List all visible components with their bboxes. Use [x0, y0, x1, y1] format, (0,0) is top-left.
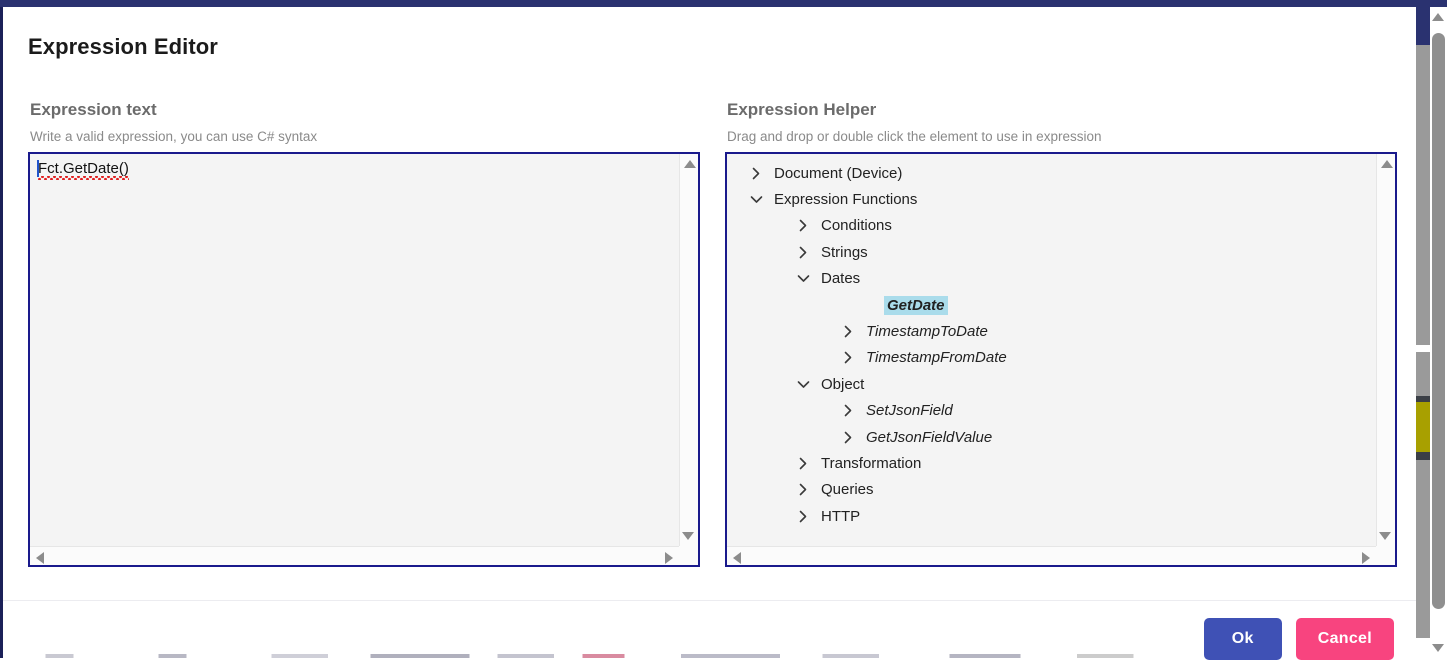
tree-item-queries[interactable]: Queries [727, 477, 1376, 503]
chevron-right-icon[interactable] [840, 325, 856, 338]
expression-text-heading: Expression text [30, 100, 157, 119]
triangle-right-icon[interactable] [1362, 552, 1370, 564]
expression-helper-heading: Expression Helper [727, 100, 877, 119]
expression-code-area[interactable]: Fct.GetDate() [30, 154, 679, 546]
tree-item-label: HTTP [821, 507, 861, 525]
chevron-right-icon[interactable] [840, 431, 856, 444]
chevron-down-icon[interactable] [795, 380, 811, 389]
expression-value[interactable]: Fct.GetDate() [38, 160, 129, 180]
triangle-up-icon[interactable] [1381, 160, 1393, 168]
chevron-right-icon[interactable] [795, 457, 811, 470]
chevron-down-icon[interactable] [748, 195, 764, 204]
scrollbar-thumb[interactable] [1432, 33, 1445, 609]
helper-horizontal-scrollbar[interactable] [727, 546, 1376, 565]
helper-scroll-corner [1376, 546, 1395, 565]
app-left-edge [0, 7, 3, 658]
tree-item-label: Conditions [821, 217, 892, 235]
expression-text-panel: Expression text Write a valid expression… [28, 100, 700, 567]
expression-editor-dialog: Expression Editor Expression text Write … [3, 7, 1416, 660]
tree-item-transformation[interactable]: Transformation [727, 450, 1376, 476]
tree-item-label: TimestampFromDate [866, 349, 1007, 367]
footer-divider [3, 600, 1416, 601]
expression-vertical-scrollbar[interactable] [679, 154, 698, 546]
chevron-right-icon[interactable] [795, 483, 811, 496]
tree-item-setjsonfield[interactable]: SetJsonField [727, 398, 1376, 424]
expression-text-field[interactable]: Fct.GetDate() [28, 152, 700, 567]
cancel-button[interactable]: Cancel [1295, 618, 1394, 660]
tree-item-expression-functions[interactable]: Expression Functions [727, 186, 1376, 212]
tree-item-label: Dates [821, 270, 861, 288]
triangle-left-icon[interactable] [36, 552, 44, 564]
app-top-bar [0, 0, 1447, 7]
tree-item-dates[interactable]: Dates [727, 266, 1376, 292]
expression-helper-hint: Drag and drop or double click the elemen… [727, 129, 1102, 144]
expression-horizontal-scrollbar[interactable] [30, 546, 679, 565]
tree-item-http[interactable]: HTTP [727, 503, 1376, 529]
ok-button[interactable]: Ok [1203, 618, 1282, 660]
background-right-panel-mid [1416, 352, 1434, 402]
chevron-right-icon[interactable] [795, 246, 811, 259]
triangle-up-icon[interactable] [1432, 13, 1444, 21]
background-bottom-content [3, 654, 1416, 658]
tree-item-label: Expression Functions [774, 191, 918, 209]
triangle-up-icon[interactable] [684, 160, 696, 168]
background-right-highlight [1416, 402, 1434, 454]
chevron-right-icon[interactable] [795, 510, 811, 523]
tree-item-label: GetDate [884, 295, 948, 315]
tree-item-label: Transformation [821, 454, 922, 472]
triangle-left-icon[interactable] [733, 552, 741, 564]
tree-item-timestampfromdate[interactable]: TimestampFromDate [727, 345, 1376, 371]
background-right-divider-bottom [1416, 452, 1434, 460]
tree-item-label: Object [821, 375, 865, 393]
tree-item-conditions[interactable]: Conditions [727, 213, 1376, 239]
tree-item-label: TimestampToDate [866, 323, 988, 341]
triangle-down-icon[interactable] [1379, 532, 1391, 540]
tree-item-label: Strings [821, 243, 868, 261]
tree-item-label: Queries [821, 481, 874, 499]
tree-item-strings[interactable]: Strings [727, 239, 1376, 265]
helper-vertical-scrollbar[interactable] [1376, 154, 1395, 546]
background-right-navy-block-2 [1416, 22, 1434, 45]
expression-helper-panel: Expression Helper Drag and drop or doubl… [725, 100, 1397, 567]
chevron-right-icon [861, 299, 877, 312]
tree-item-getjsonfieldvalue[interactable]: GetJsonFieldValue [727, 424, 1376, 450]
tree-item-label: Document (Device) [774, 164, 903, 182]
triangle-down-icon[interactable] [682, 532, 694, 540]
tree-item-timestamptodate[interactable]: TimestampToDate [727, 318, 1376, 344]
dialog-title: Expression Editor [28, 34, 218, 59]
tree-item-object[interactable]: Object [727, 371, 1376, 397]
expression-text-hint: Write a valid expression, you can use C#… [30, 129, 318, 144]
dialog-actions: Ok Cancel [1203, 618, 1394, 660]
tree-item-label: SetJsonField [866, 402, 953, 420]
tree-item-document-device[interactable]: Document (Device) [727, 160, 1376, 186]
chevron-right-icon[interactable] [748, 167, 764, 180]
background-right-panel-upper [1416, 45, 1434, 345]
expression-scroll-corner [679, 546, 698, 565]
triangle-right-icon[interactable] [665, 552, 673, 564]
chevron-down-icon[interactable] [795, 274, 811, 283]
background-right-divider-top [1416, 396, 1434, 404]
text-caret [37, 160, 39, 177]
background-right-panel-lower [1416, 460, 1434, 638]
triangle-down-icon[interactable] [1432, 644, 1444, 652]
chevron-right-icon[interactable] [840, 351, 856, 364]
chevron-right-icon[interactable] [840, 404, 856, 417]
tree-item-getdate[interactable]: GetDate [727, 292, 1376, 318]
chevron-right-icon[interactable] [795, 219, 811, 232]
window-scrollbar[interactable] [1430, 7, 1447, 658]
tree-item-label: GetJsonFieldValue [866, 428, 993, 446]
